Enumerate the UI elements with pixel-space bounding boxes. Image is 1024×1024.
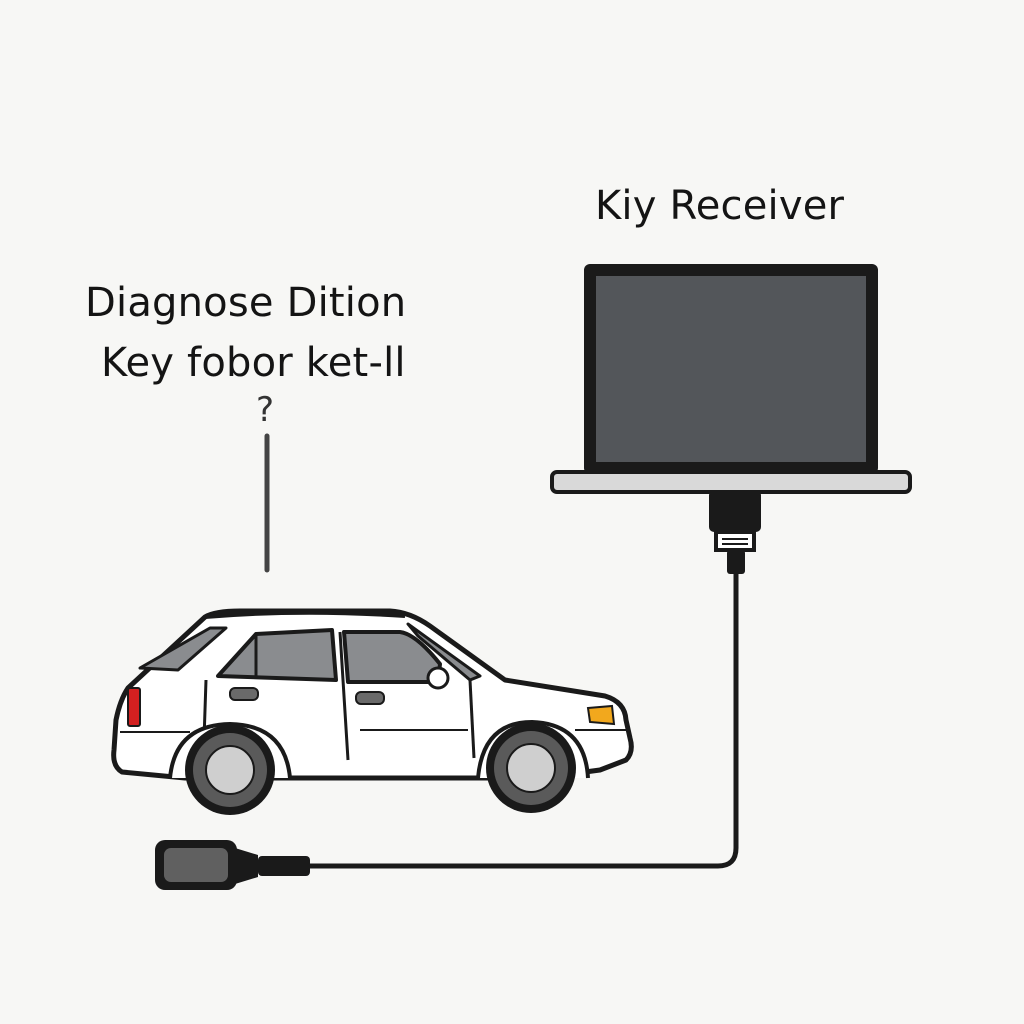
rear-wheel [185, 725, 275, 815]
front-wheel [486, 723, 576, 813]
obd-plug-icon [155, 840, 310, 890]
question-mark: ? [256, 390, 275, 430]
receiver-label: Kiy Receiver [595, 183, 845, 229]
cable [297, 569, 739, 869]
diagnose-label-line2: Key fobor ket-ll [101, 340, 406, 386]
usb-plug-icon [709, 490, 761, 574]
laptop-screen [596, 276, 866, 462]
car-icon [111, 608, 634, 815]
tail-light [127, 687, 141, 727]
diagnose-label-line1: Diagnose Dition [85, 280, 407, 326]
laptop-icon [550, 264, 912, 494]
head-light [586, 704, 616, 726]
